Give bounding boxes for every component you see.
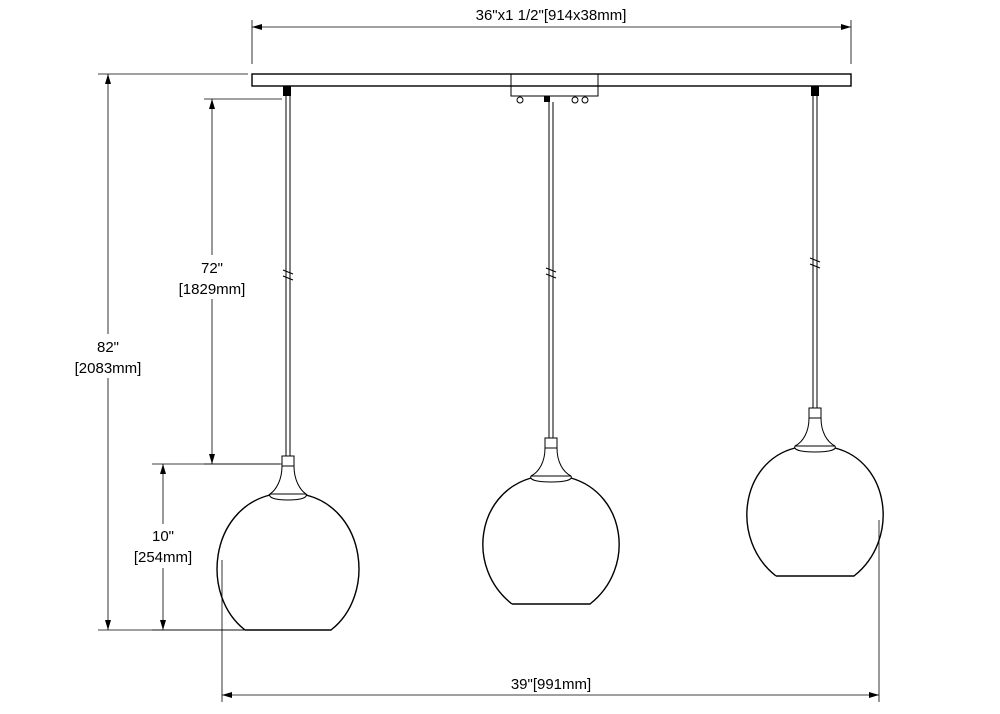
pendant-right — [746, 96, 884, 577]
overall-height-dimension: 82" [2083mm] — [64, 73, 248, 631]
cord-length-dimension: 72" [1829mm] — [168, 98, 282, 465]
canopy-width-dimension: 36"x1 1/2"[914x38mm] — [251, 7, 852, 64]
canopy-bar — [251, 73, 852, 104]
cord-length-in-label: 72" — [201, 260, 223, 277]
cord-length-mm-label: [1829mm] — [179, 281, 246, 298]
overall-height-in-label: 82" — [97, 339, 119, 356]
shade-height-mm-label: [254mm] — [134, 549, 192, 566]
overall-width-label: 39"[991mm] — [511, 676, 591, 693]
overall-width-dimension: 39"[991mm] — [221, 520, 880, 702]
pendant-left — [216, 96, 360, 631]
shade-height-dimension: 10" [254mm] — [122, 463, 280, 631]
shade-height-in-label: 10" — [152, 528, 174, 545]
overall-height-mm-label: [2083mm] — [75, 360, 142, 377]
pendant-center — [482, 102, 620, 605]
canopy-width-label: 36"x1 1/2"[914x38mm] — [476, 7, 627, 24]
